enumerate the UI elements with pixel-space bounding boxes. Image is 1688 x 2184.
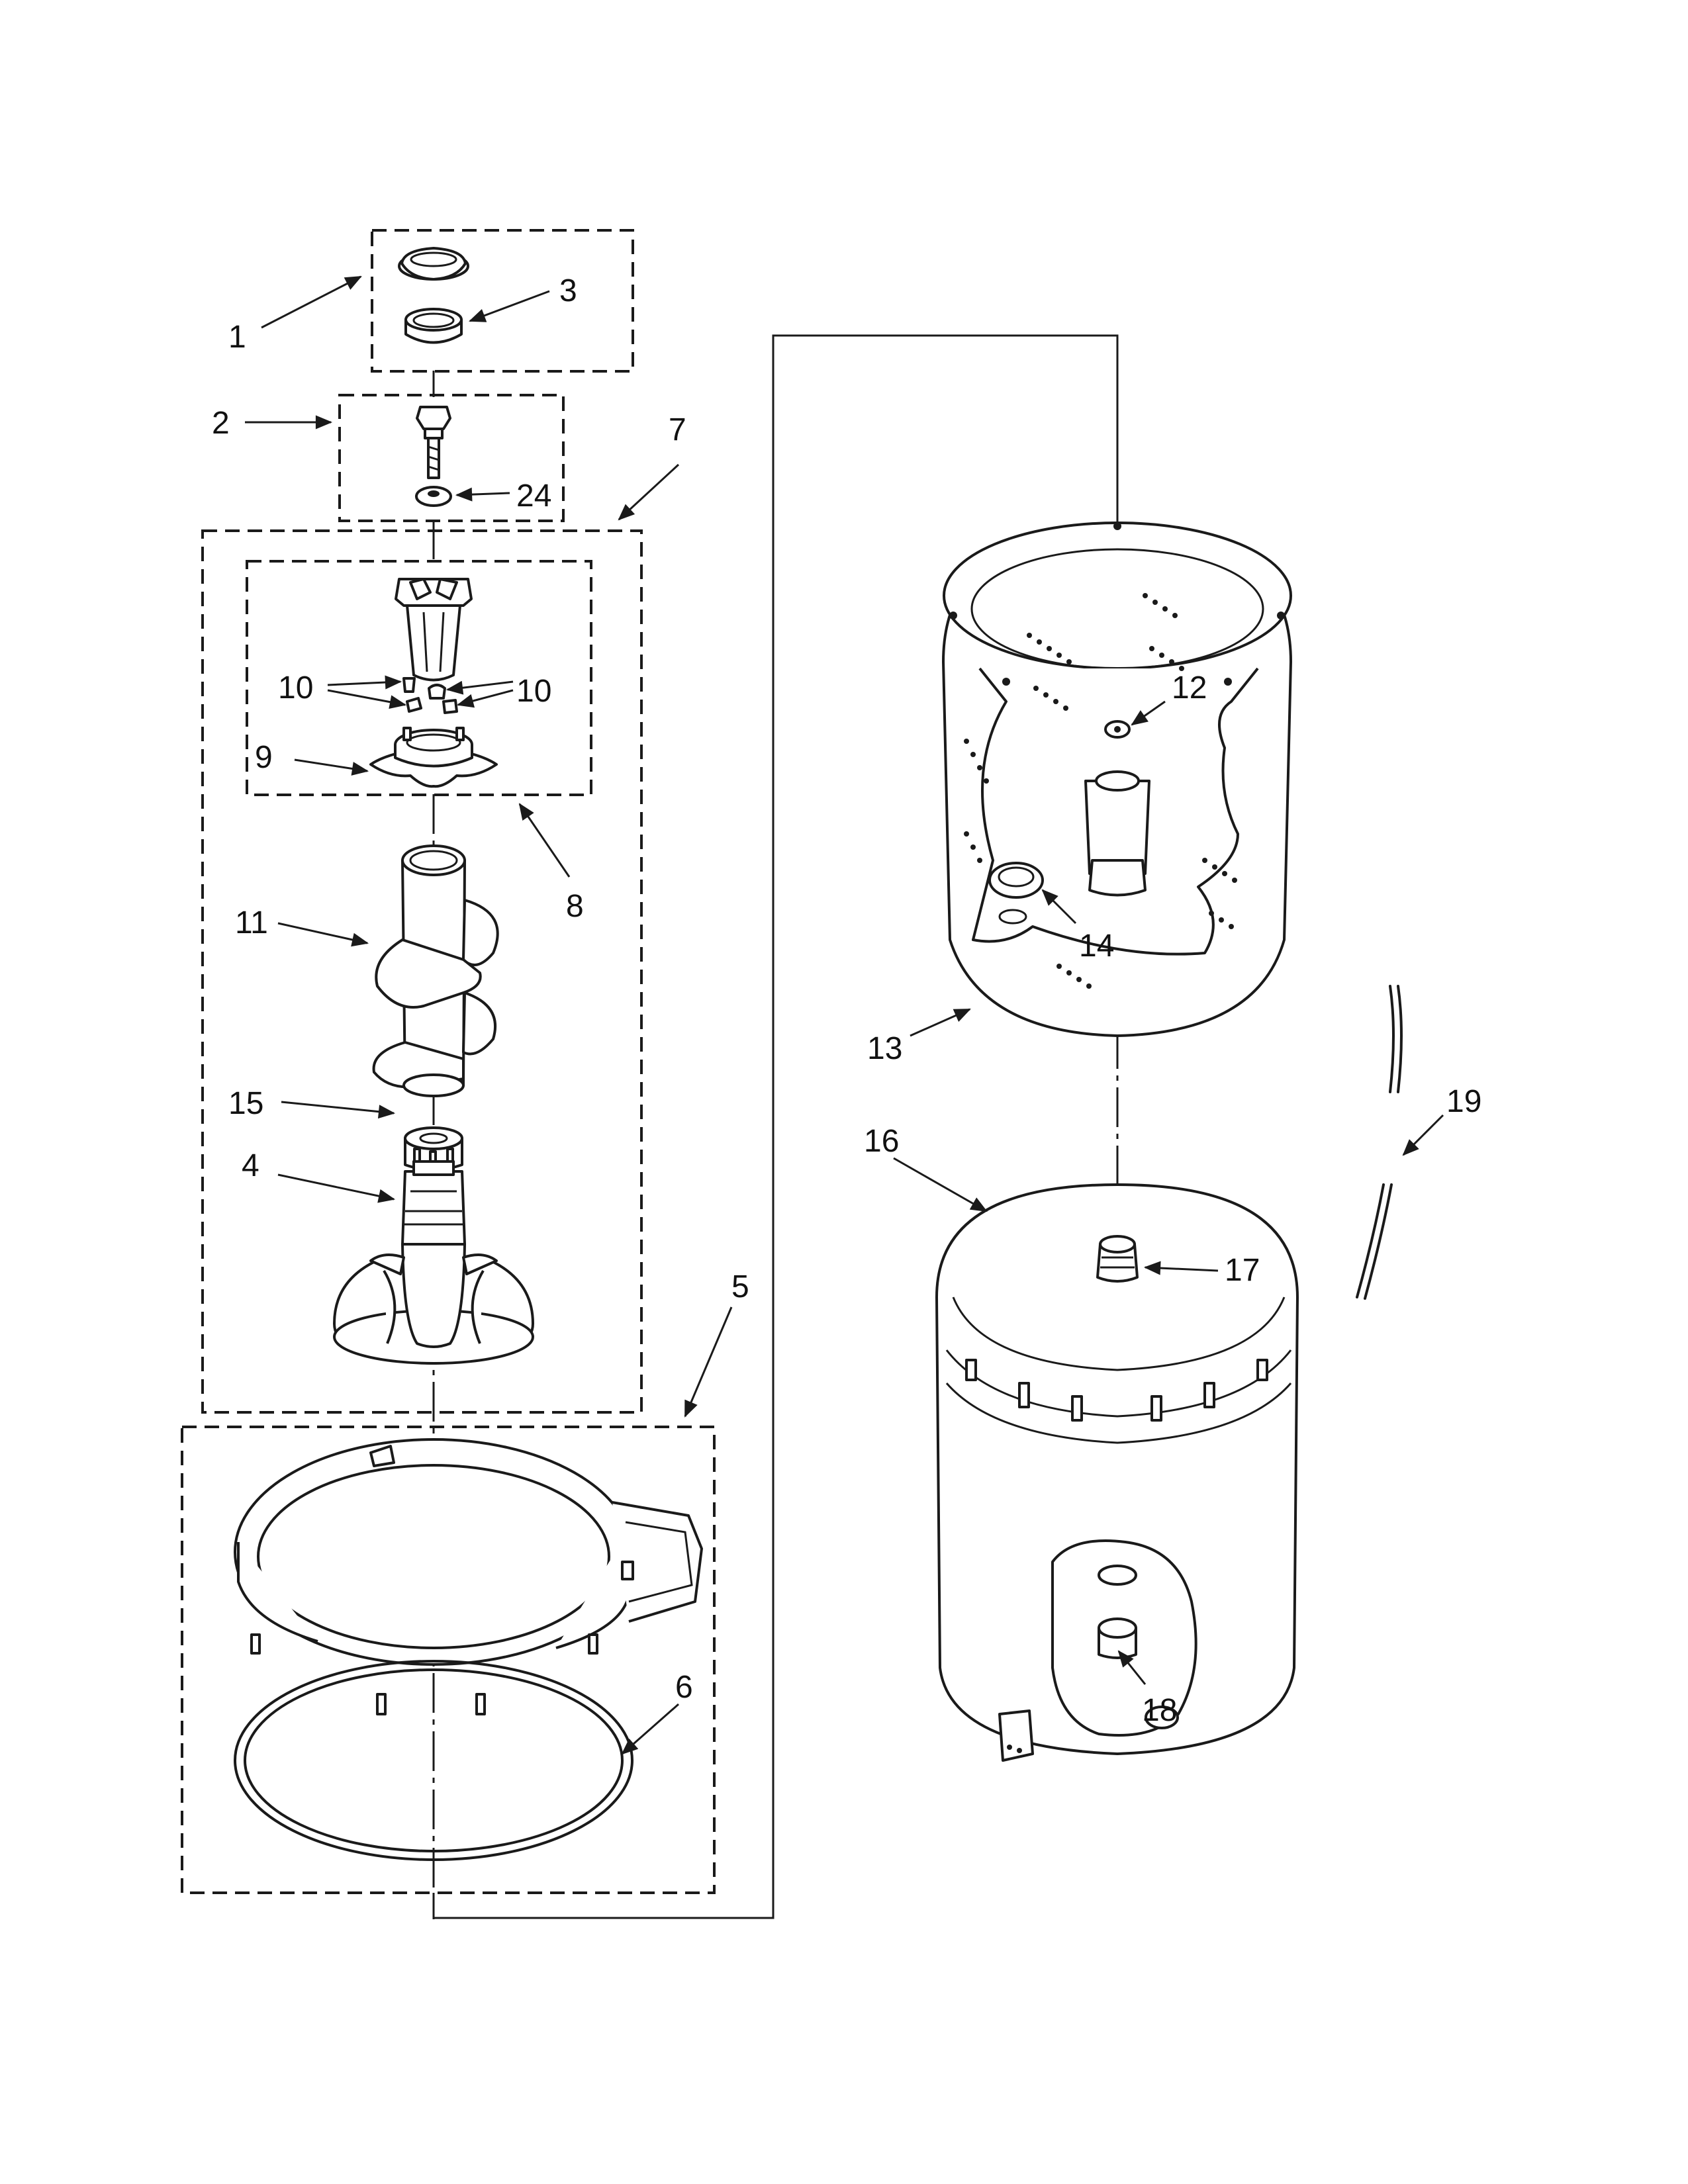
washer-part [415, 486, 452, 507]
outer-tub-part [935, 1183, 1299, 1762]
basket-perforations [964, 593, 1237, 989]
callout-4: 4 [242, 1148, 259, 1183]
agitator-cam-part [395, 578, 473, 682]
assembly-connector-line [432, 334, 1119, 1919]
callout-8: 8 [566, 889, 584, 924]
tub-ring-gasket-part [234, 1660, 633, 1861]
callout-11: 11 [235, 905, 268, 940]
auger-part [372, 844, 499, 1097]
hose-part [1356, 985, 1403, 1300]
callout-9: 9 [255, 740, 273, 775]
callout-labels: 1 2 3 24 7 10 10 9 8 11 15 4 5 6 12 14 1… [212, 273, 1481, 1728]
callout-24: 24 [516, 478, 551, 514]
callout-5: 5 [731, 1269, 749, 1304]
seal-ring-part [404, 308, 463, 344]
group-box-tub-ring [181, 1426, 716, 1894]
tub-ring-part [234, 1438, 703, 1715]
agitator-base-part [333, 1160, 534, 1365]
dog-parts [402, 677, 458, 714]
callout-3: 3 [559, 273, 577, 308]
agitator-cap-part [398, 247, 469, 281]
callout-14: 14 [1079, 929, 1114, 964]
group-box-cap [371, 229, 634, 373]
callout-16: 16 [864, 1124, 899, 1159]
callout-19: 19 [1446, 1084, 1481, 1119]
group-box-bolt [338, 394, 565, 522]
drive-bell-part [1096, 1235, 1139, 1283]
callout-12: 12 [1172, 670, 1207, 705]
callout-18: 18 [1142, 1693, 1177, 1728]
group-box-cam-kit [246, 560, 592, 796]
cam-driver-part [369, 727, 498, 788]
callout-10-right: 10 [516, 674, 551, 709]
callout-6: 6 [675, 1670, 693, 1705]
callout-1: 1 [228, 320, 246, 355]
callout-17: 17 [1225, 1253, 1260, 1288]
callout-13: 13 [867, 1031, 902, 1066]
leader-lines [245, 275, 1444, 1755]
callout-10-left: 10 [278, 670, 313, 705]
group-box-agitator-assembly [201, 529, 643, 1414]
wash-basket-part [942, 522, 1292, 1037]
callout-7: 7 [669, 412, 686, 447]
bolt-part [416, 406, 451, 479]
callout-15: 15 [228, 1086, 263, 1121]
callout-2: 2 [212, 406, 230, 441]
